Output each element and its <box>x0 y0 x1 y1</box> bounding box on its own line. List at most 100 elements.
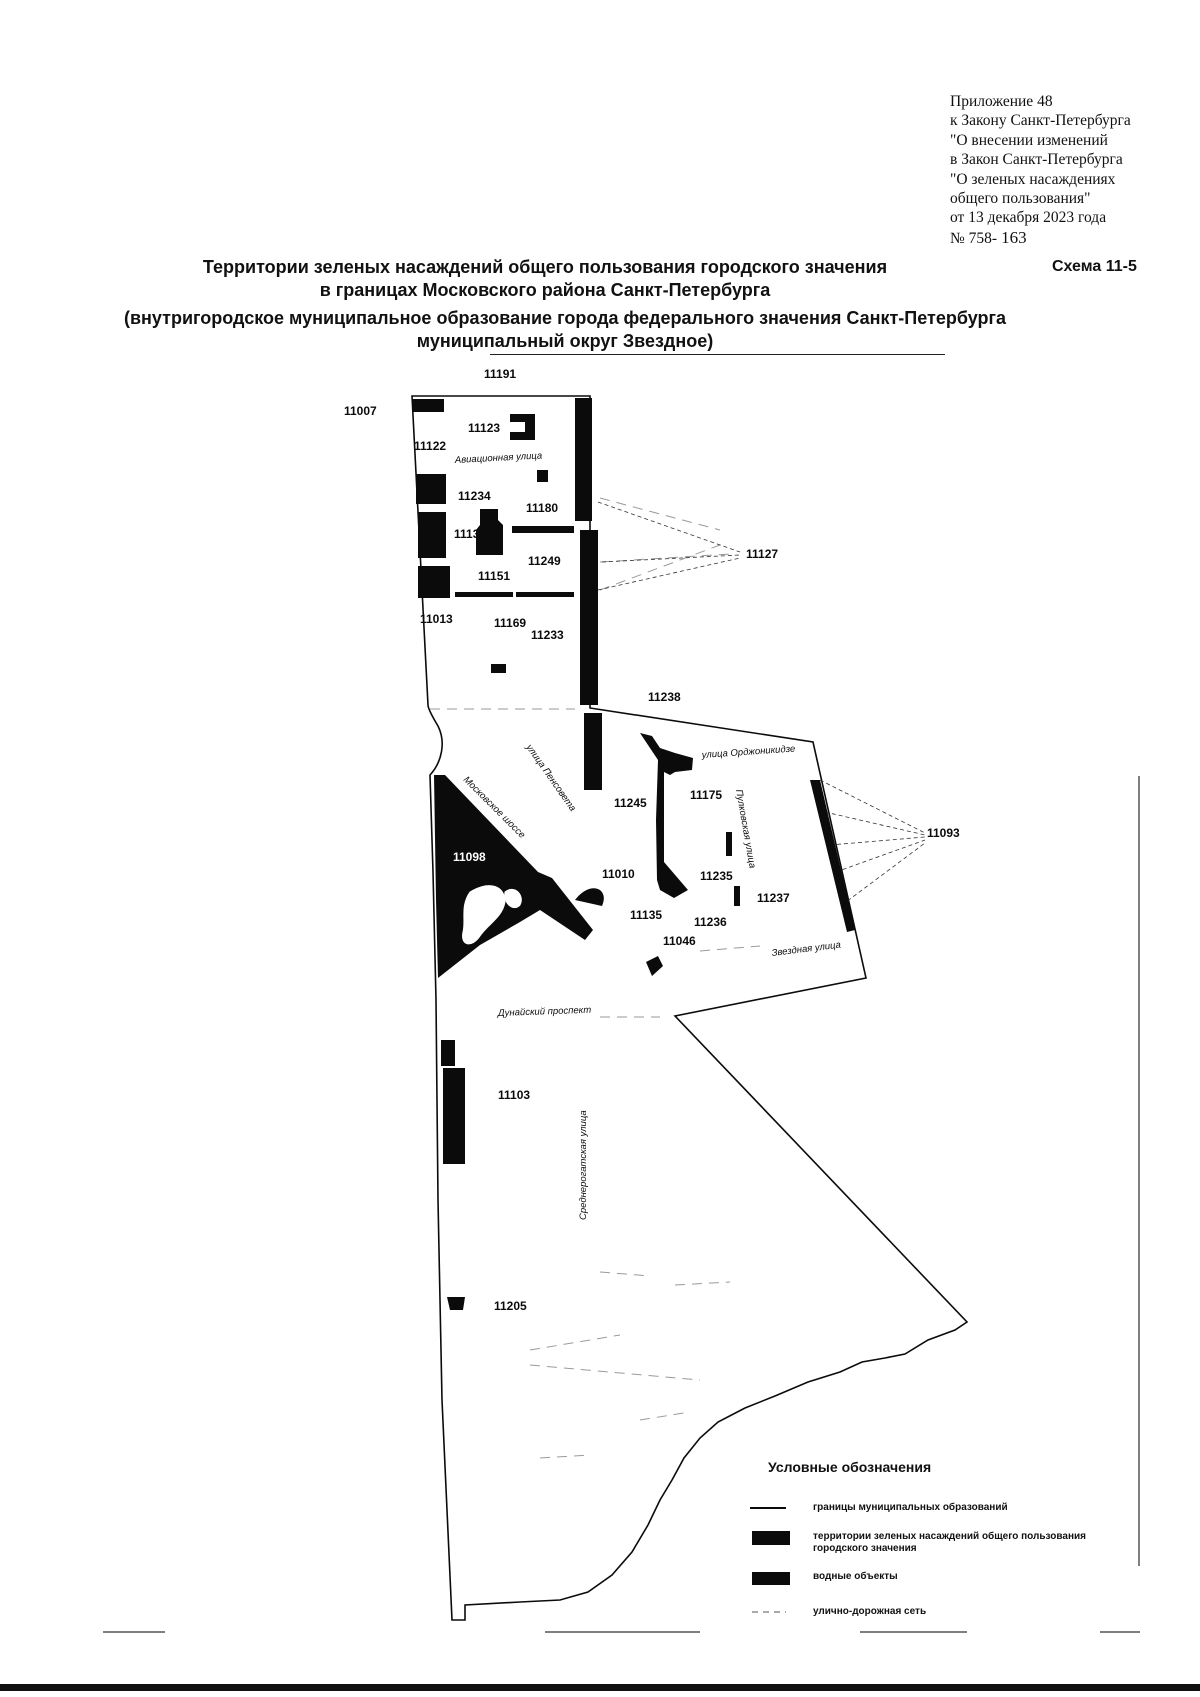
label-11205: 11205 <box>494 1299 527 1313</box>
title-line-4: муниципальный округ Звездное) <box>416 331 714 351</box>
number-handwritten: 163 <box>1001 227 1027 247</box>
map-labels: 11191 11007 11123 11122 11234 11180 1113… <box>344 367 960 1313</box>
green-area-11138-b <box>476 509 503 555</box>
street-zvezdnaya: Звездная улица <box>771 940 841 959</box>
road-segment <box>639 1411 691 1421</box>
green-area-11013 <box>418 566 450 598</box>
leader-11093 <box>819 779 926 906</box>
green-area-11127-north <box>575 398 592 521</box>
green-area-11123 <box>510 414 535 440</box>
leader-11127 <box>597 501 741 591</box>
appendix-line: общего пользования" <box>950 190 1091 208</box>
appendix-line: от 13 декабря 2023 года <box>950 209 1107 227</box>
label-11046: 11046 <box>663 934 696 948</box>
appendix-line: Приложение 48 <box>950 93 1053 110</box>
green-area-11234 <box>537 470 548 482</box>
green-area-11093 <box>810 780 855 932</box>
street-pulkovo: Пулковская улица <box>733 789 758 869</box>
green-area-11103-north <box>441 1040 455 1066</box>
green-area-11007 <box>412 399 444 412</box>
road-segment <box>539 1454 591 1459</box>
road-segment <box>599 544 721 591</box>
appendix-line: "О зеленых насаждениях <box>950 170 1116 188</box>
title-underline <box>490 354 945 355</box>
municipal-boundary <box>411 395 969 1621</box>
street-labels: Авиационная улица Московское шоссе улица… <box>454 450 842 1220</box>
legend-water-swatch <box>752 1572 790 1585</box>
green-area-11175 <box>640 733 693 898</box>
label-11010: 11010 <box>602 867 635 881</box>
label-11098: 11098 <box>453 850 486 864</box>
page-subtitle: (внутригородское муниципальное образован… <box>60 307 1070 353</box>
appendix-line: к Закону Санкт-Петербурга <box>950 112 1131 130</box>
road-segment <box>529 1364 701 1381</box>
green-area-11235 <box>726 832 732 856</box>
label-11238: 11238 <box>648 690 681 704</box>
green-area-11233 <box>491 664 506 673</box>
legend-item-boundary: границы муниципальных образований <box>813 1502 1008 1513</box>
label-11138: 11138 <box>454 527 486 541</box>
label-11007: 11007 <box>344 404 377 418</box>
number-prefix: № 758- <box>950 229 998 247</box>
label-11249: 11249 <box>528 554 561 568</box>
label-11127: 11127 <box>746 547 778 561</box>
green-area-11138 <box>418 512 446 558</box>
road-segment <box>699 945 761 952</box>
label-11093: 11093 <box>927 826 960 840</box>
green-area-11237 <box>734 886 740 906</box>
legend-item-green: территории зеленых насаждений общего пол… <box>813 1531 1086 1554</box>
label-11234: 11234 <box>458 489 491 503</box>
green-area-11046 <box>646 956 663 976</box>
street-aviation: Авиационная улица <box>454 450 543 466</box>
green-area-11180 <box>512 526 574 533</box>
label-11013: 11013 <box>420 612 453 626</box>
legend-item-roads: улично-дорожная сеть <box>813 1606 927 1617</box>
street-silver: Среднерогатская улица <box>578 1110 589 1220</box>
label-11191: 11191 <box>484 367 516 381</box>
title-line-2: в границах Московского района Санкт-Пете… <box>319 280 771 300</box>
street-danube: Дунайский проспект <box>497 1005 592 1019</box>
green-area-11169 <box>516 592 574 597</box>
scan-bottom-edge <box>0 1684 1200 1691</box>
label-11151: 11151 <box>478 569 510 583</box>
title-line-1: Территории зеленых насаждений общего пол… <box>202 257 888 277</box>
scheme-code: Схема 11-5 <box>1052 258 1137 275</box>
water-bodies <box>462 885 522 945</box>
road-network <box>430 497 761 1459</box>
green-area-11122 <box>416 474 446 504</box>
road-segment <box>529 1334 621 1351</box>
water-body-11098 <box>462 885 506 945</box>
road-segment <box>599 553 731 563</box>
green-area-11238 <box>584 713 602 790</box>
appendix-number: № 758-163 <box>950 228 1190 248</box>
green-area-11151 <box>455 592 513 597</box>
road-segment <box>599 497 721 531</box>
page-edge-marks <box>103 776 1140 1633</box>
green-area-11205 <box>447 1297 465 1310</box>
legend-symbols <box>750 1507 786 1613</box>
appendix-line: в Закон Санкт-Петербурга <box>950 151 1123 169</box>
label-11180: 11180 <box>526 501 558 515</box>
label-11235: 11235 <box>700 869 733 883</box>
label-11236: 11236 <box>694 915 727 929</box>
legend-green-swatch <box>752 1531 790 1545</box>
title-line-3: (внутригородское муниципальное образован… <box>124 308 1006 328</box>
appendix-block: Приложение 48 к Закону Санкт-Петербурга … <box>950 92 1190 248</box>
green-area-11127-south <box>580 530 598 705</box>
water-body-11098-b <box>504 888 522 909</box>
label-11175: 11175 <box>690 788 722 802</box>
road-segment <box>599 1271 651 1277</box>
label-11122: 11122 <box>414 439 446 453</box>
appendix-line: "О внесении изменений <box>950 131 1108 149</box>
street-ordzhonikidze: улица Орджоникидзе <box>700 743 795 761</box>
label-11169: 11169 <box>494 616 526 630</box>
street-pensovet: улица Пенсовета <box>523 742 578 814</box>
label-11103: 11103 <box>498 1088 530 1102</box>
label-11123: 11123 <box>468 421 500 435</box>
label-11245: 11245 <box>614 796 647 810</box>
page-title: Территории зеленых насаждений общего пол… <box>100 256 990 302</box>
label-11135: 11135 <box>630 908 662 922</box>
legend-title: Условные обозначения <box>768 1459 932 1475</box>
road-segment <box>674 1281 731 1286</box>
